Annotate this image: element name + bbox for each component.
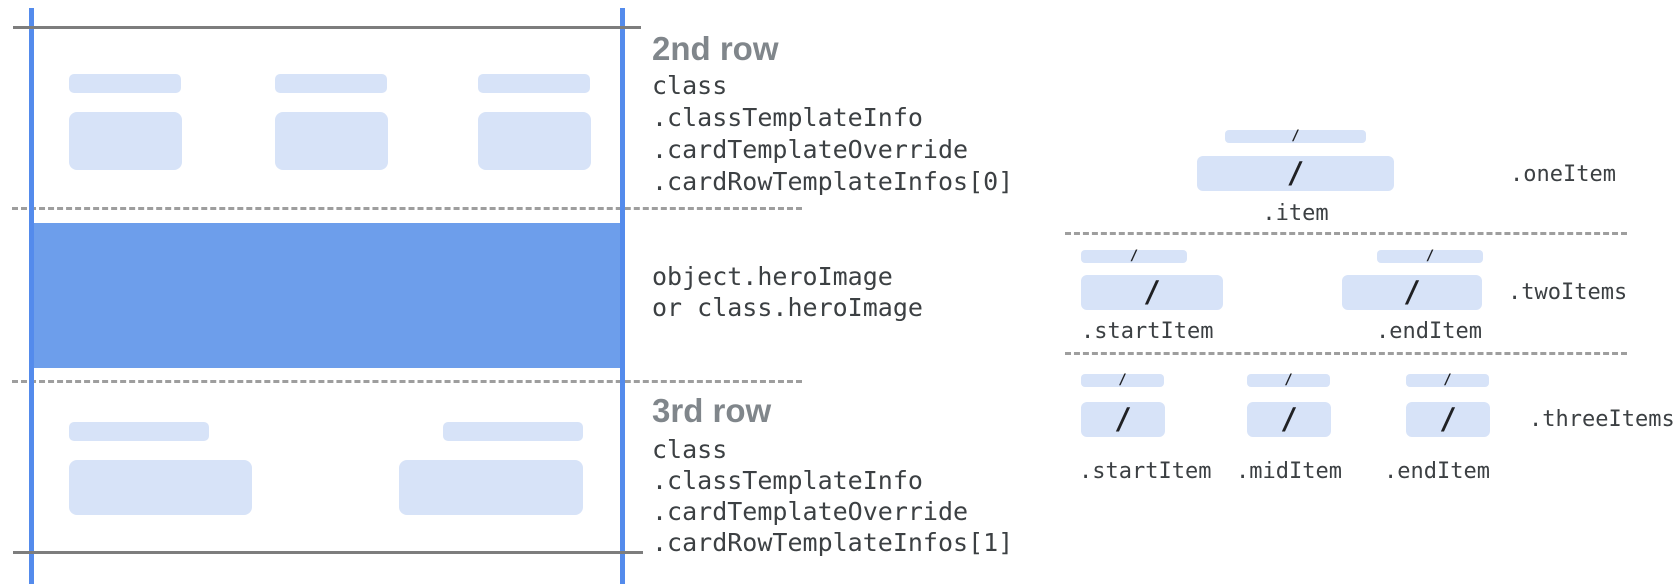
row3-code-path: class .classTemplateInfo .cardTemplateOv… <box>652 434 1013 558</box>
layouts-divider-dashed-line <box>1065 232 1627 235</box>
row3-title: 3rd row <box>652 392 772 429</box>
slash-placeholder-icon: / <box>1443 372 1452 388</box>
row3-start-title-bar <box>69 422 209 441</box>
card-bottom-line <box>13 551 643 554</box>
three-items-start-slot-label: .startItem <box>1079 459 1212 484</box>
one-item-title-bar: / <box>1225 128 1366 144</box>
three-items-end-slot-label: .endItem <box>1384 459 1490 484</box>
two-items-start-slot-label: .startItem <box>1081 319 1214 344</box>
row2-title: 2nd row <box>652 30 779 67</box>
row2-code-line: .cardTemplateOverride <box>652 135 969 164</box>
row2-code-line: .classTemplateInfo <box>652 103 923 132</box>
slash-placeholder-icon: / <box>1403 275 1421 309</box>
two-items-start-body-bar: / <box>1081 275 1223 310</box>
slash-placeholder-icon: / <box>1286 156 1305 190</box>
row2-divider-dashed-line <box>12 207 802 210</box>
two-items-layout-label: .twoItems <box>1508 280 1628 305</box>
one-item-slot-label: .item <box>1262 201 1329 226</box>
hero-code-line: object.heroImage <box>652 262 893 291</box>
hero-code-path: object.heroImage or class.heroImage <box>652 261 923 323</box>
slash-placeholder-icon: / <box>1425 248 1435 264</box>
row2-col1-body-box <box>69 112 182 170</box>
row3-code-line: .cardTemplateOverride <box>652 497 969 526</box>
hero-image-band <box>31 223 623 368</box>
slash-placeholder-icon: / <box>1280 402 1298 436</box>
slash-placeholder-icon: / <box>1291 128 1300 144</box>
three-items-layout-label: .threeItems <box>1529 407 1675 432</box>
row2-code-line: class <box>652 71 728 100</box>
row2-code-path: class .classTemplateInfo .cardTemplateOv… <box>652 70 1013 198</box>
row3-divider-dashed-line <box>12 380 802 383</box>
slash-placeholder-icon: / <box>1143 275 1161 309</box>
row3-code-line: .classTemplateInfo <box>652 466 923 495</box>
row2-col2-body-box <box>275 112 388 170</box>
three-items-start-title-bar: / <box>1081 372 1164 388</box>
slash-placeholder-icon: / <box>1118 372 1127 388</box>
one-item-layout-label: .oneItem <box>1510 162 1616 187</box>
row2-col1-title-bar <box>69 74 181 93</box>
card-top-line <box>13 26 641 29</box>
two-items-start-title-bar: / <box>1081 248 1187 264</box>
slash-placeholder-icon: / <box>1439 402 1457 436</box>
three-items-start-body-bar: / <box>1081 402 1165 437</box>
slash-placeholder-icon: / <box>1284 372 1293 388</box>
row2-col3-title-bar <box>478 74 590 93</box>
slash-placeholder-icon: / <box>1129 248 1139 264</box>
row2-code-line: .cardRowTemplateInfos[0] <box>652 167 1014 196</box>
three-items-mid-body-bar: / <box>1247 402 1331 437</box>
row2-col3-body-box <box>478 112 591 170</box>
row3-end-body-box <box>399 460 583 515</box>
three-items-end-title-bar: / <box>1406 372 1489 388</box>
two-items-end-slot-label: .endItem <box>1376 319 1482 344</box>
three-items-mid-title-bar: / <box>1247 372 1330 388</box>
hero-code-line: or class.heroImage <box>652 293 923 322</box>
three-items-mid-slot-label: .midItem <box>1236 459 1342 484</box>
one-item-body-bar: / <box>1197 156 1394 191</box>
row3-start-body-box <box>69 460 252 515</box>
two-items-end-body-bar: / <box>1342 275 1482 310</box>
card-right-guide-line <box>620 8 625 584</box>
row3-end-title-bar <box>443 422 583 441</box>
two-items-end-title-bar: / <box>1377 248 1483 264</box>
layouts-divider-dashed-line <box>1065 352 1627 355</box>
three-items-end-body-bar: / <box>1406 402 1490 437</box>
row2-col2-title-bar <box>275 74 387 93</box>
slash-placeholder-icon: / <box>1114 402 1132 436</box>
row3-code-line: class <box>652 435 728 464</box>
row3-code-line: .cardRowTemplateInfos[1] <box>652 528 1014 557</box>
card-left-guide-line <box>29 8 34 584</box>
